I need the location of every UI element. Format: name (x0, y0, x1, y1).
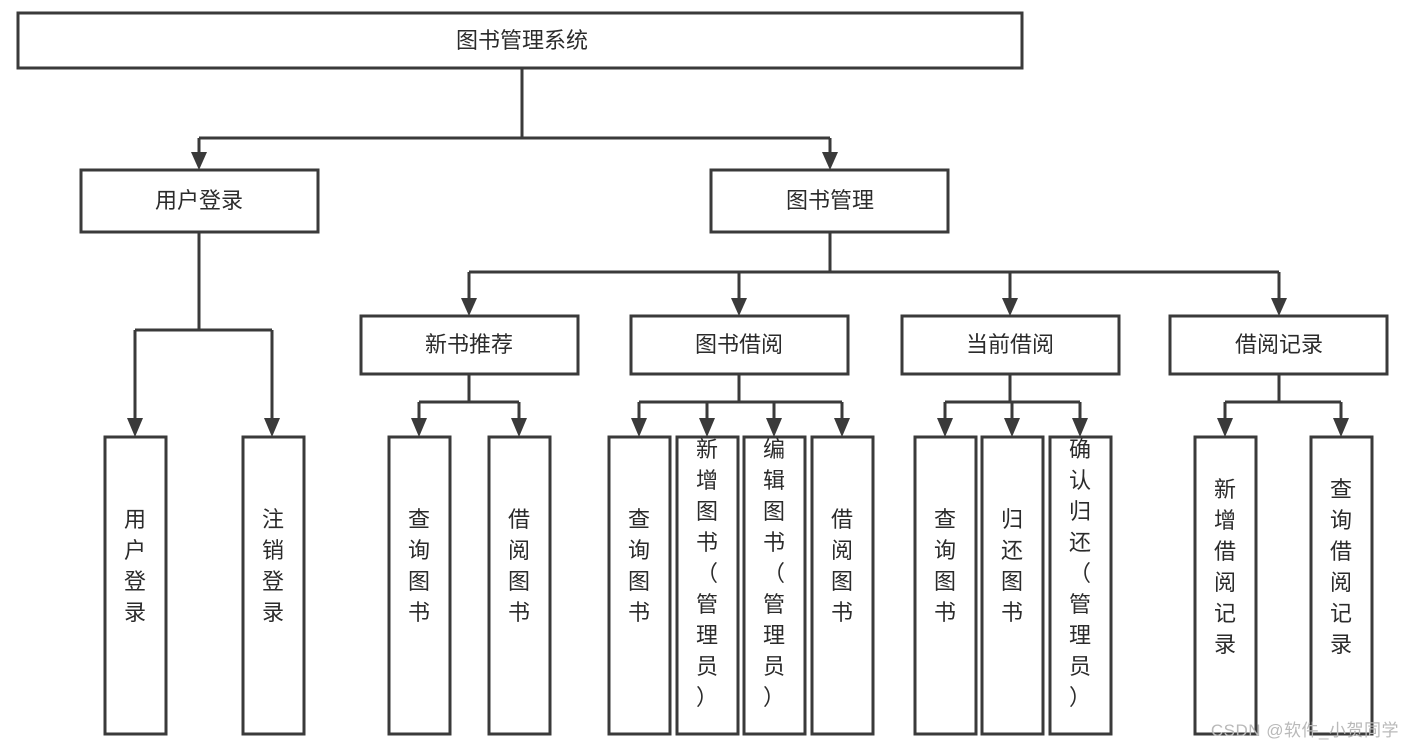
node-root-box[interactable] (16, 11, 1024, 70)
connector-group-book-manage-to-level3 (461, 232, 1287, 316)
node-leaf-add-book-label: 新增图书（管理员） (696, 437, 718, 710)
node-leaf-user-login-label: 用户登录 (124, 507, 146, 625)
connector-group-book-borrow-to-leaves (631, 374, 850, 437)
arrow-head-book-borrow (731, 298, 747, 316)
arrow-head-leaf-user-login (127, 418, 143, 437)
arrow-head-book-manage (822, 152, 838, 170)
node-leaf-borrow-book-1-box[interactable] (487, 435, 552, 736)
node-leaf-query-book-2[interactable]: 查询图书 (607, 435, 672, 736)
arrow-head-leaf-add-record (1217, 418, 1233, 437)
node-leaf-query-book-1-label: 查询图书 (408, 507, 430, 625)
connector-group-new-book-rec-to-leaves (411, 374, 527, 437)
connector-group-borrow-record-to-leaves (1217, 374, 1349, 437)
arrow-head-new-book-rec (461, 298, 477, 316)
node-root-label: 图书管理系统 (456, 28, 588, 53)
node-leaf-user-logout-label: 注销登录 (262, 507, 284, 625)
node-user-login[interactable]: 用户登录 (79, 168, 320, 234)
node-current-borrow-label: 当前借阅 (966, 332, 1054, 357)
arrow-head-user-login (191, 152, 207, 170)
node-book-borrow-label: 图书借阅 (695, 332, 783, 357)
node-leaf-confirm-return-label: 确认归还（管理员） (1069, 437, 1091, 710)
arrow-head-leaf-user-logout (264, 418, 280, 437)
node-new-book-rec-label: 新书推荐 (425, 332, 513, 357)
node-leaf-return-book-label: 归还图书 (1001, 507, 1023, 625)
node-borrow-record[interactable]: 借阅记录 (1168, 314, 1389, 376)
node-leaf-borrow-book-1-label: 借阅图书 (508, 507, 530, 625)
arrow-head-leaf-edit-book (766, 418, 782, 437)
node-leaf-confirm-return[interactable]: 确认归还（管理员） (1048, 435, 1113, 736)
node-leaf-user-logout-box[interactable] (241, 435, 306, 736)
arrow-head-leaf-borrow-book-1 (511, 418, 527, 437)
node-leaf-user-login[interactable]: 用户登录 (103, 435, 168, 736)
node-leaf-return-book[interactable]: 归还图书 (980, 435, 1045, 736)
node-leaf-borrow-book-2-box[interactable] (810, 435, 875, 736)
node-leaf-query-book-2-label: 查询图书 (628, 507, 650, 625)
node-leaf-query-book-1-box[interactable] (387, 435, 452, 736)
node-leaf-user-logout[interactable]: 注销登录 (241, 435, 306, 736)
node-new-book-rec-box[interactable] (359, 314, 580, 376)
node-leaf-edit-book-box[interactable] (742, 435, 807, 736)
node-leaf-borrow-book-2-label: 借阅图书 (831, 507, 853, 625)
csdn-watermark: CSDN @软件_小贺同学 (1210, 721, 1399, 740)
node-leaf-confirm-return-box[interactable] (1048, 435, 1113, 736)
connector-group-current-borrow-to-leaves (937, 374, 1088, 437)
arrow-head-borrow-record (1271, 298, 1287, 316)
connector-group-root-to-level2 (191, 68, 838, 170)
node-leaf-query-record-box[interactable] (1309, 435, 1374, 736)
node-leaf-add-record-label: 新增借阅记录 (1214, 477, 1236, 657)
node-leaf-query-book-3-label: 查询图书 (934, 507, 956, 625)
node-leaf-edit-book[interactable]: 编辑图书（管理员） (742, 435, 807, 736)
node-leaf-add-book-box[interactable] (675, 435, 740, 736)
node-leaf-query-book-1[interactable]: 查询图书 (387, 435, 452, 736)
node-leaf-borrow-book-1[interactable]: 借阅图书 (487, 435, 552, 736)
node-user-login-label: 用户登录 (155, 188, 243, 213)
node-leaf-query-record-label: 查询借阅记录 (1330, 477, 1352, 657)
node-leaf-return-book-box[interactable] (980, 435, 1045, 736)
arrow-head-leaf-query-book-1 (411, 418, 427, 437)
node-leaf-query-book-3-box[interactable] (913, 435, 978, 736)
arrow-head-leaf-borrow-book-2 (834, 418, 850, 437)
node-root[interactable]: 图书管理系统 (16, 11, 1024, 70)
node-leaf-user-login-box[interactable] (103, 435, 168, 736)
node-new-book-rec[interactable]: 新书推荐 (359, 314, 580, 376)
node-current-borrow[interactable]: 当前借阅 (900, 314, 1121, 376)
node-current-borrow-box[interactable] (900, 314, 1121, 376)
node-borrow-record-label: 借阅记录 (1235, 332, 1323, 357)
arrow-head-leaf-add-book (699, 418, 715, 437)
node-leaf-add-book[interactable]: 新增图书（管理员） (675, 435, 740, 736)
arrow-head-leaf-query-book-3 (937, 418, 953, 437)
node-book-manage[interactable]: 图书管理 (709, 168, 950, 234)
node-user-login-box[interactable] (79, 168, 320, 234)
node-leaf-query-book-2-box[interactable] (607, 435, 672, 736)
node-leaf-query-record[interactable]: 查询借阅记录 (1309, 435, 1374, 736)
arrow-head-leaf-query-record (1333, 418, 1349, 437)
node-leaf-add-record-box[interactable] (1193, 435, 1258, 736)
node-book-manage-box[interactable] (709, 168, 950, 234)
arrow-head-leaf-query-book-2 (631, 418, 647, 437)
node-book-manage-label: 图书管理 (786, 188, 874, 213)
node-leaf-borrow-book-2[interactable]: 借阅图书 (810, 435, 875, 736)
arrow-head-current-borrow (1002, 298, 1018, 316)
arrow-head-leaf-confirm-return (1072, 418, 1088, 437)
node-leaf-query-book-3[interactable]: 查询图书 (913, 435, 978, 736)
arrow-head-leaf-return-book (1004, 418, 1020, 437)
connector-group-user-login-to-leaves (127, 232, 280, 437)
node-book-borrow-box[interactable] (629, 314, 850, 376)
node-borrow-record-box[interactable] (1168, 314, 1389, 376)
node-leaf-edit-book-label: 编辑图书（管理员） (763, 437, 785, 710)
node-book-borrow[interactable]: 图书借阅 (629, 314, 850, 376)
node-leaf-add-record[interactable]: 新增借阅记录 (1193, 435, 1258, 736)
